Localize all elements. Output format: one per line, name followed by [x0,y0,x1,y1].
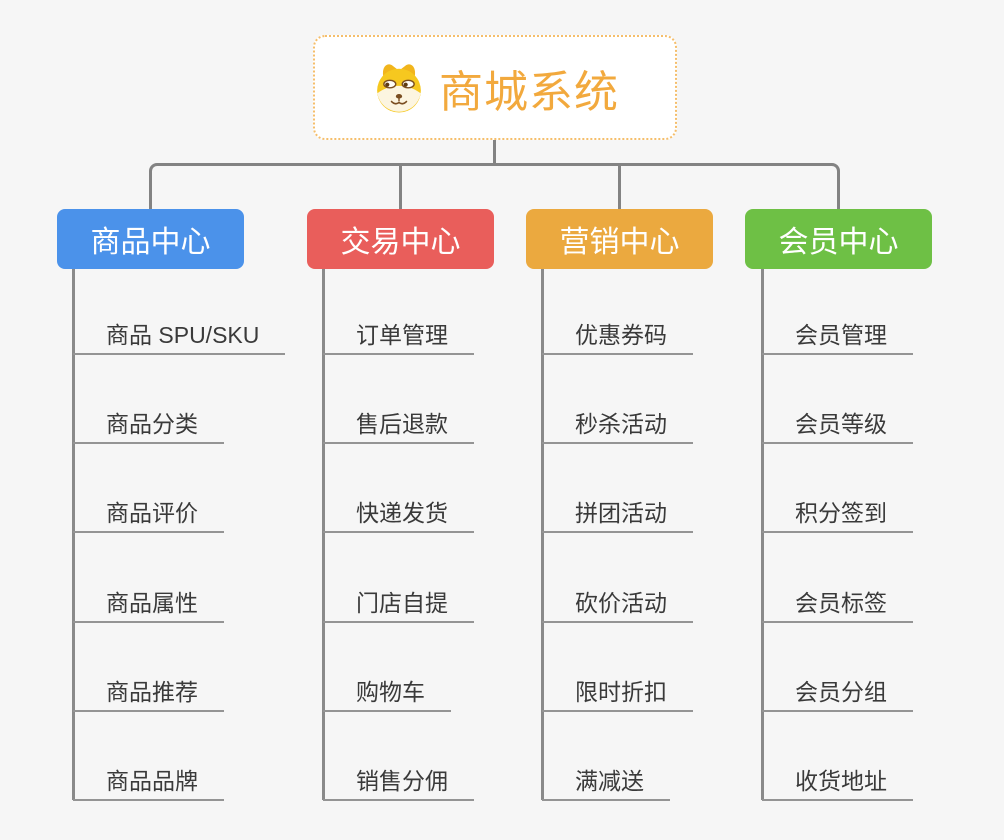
connector-root-stem [493,138,496,166]
connector-trunk [322,269,325,800]
leaf-node[interactable]: 商品评价 [73,502,224,533]
leaf-node[interactable]: 会员管理 [762,324,913,355]
leaf-node[interactable]: 满减送 [542,770,670,801]
leaf-node[interactable]: 商品品牌 [73,770,224,801]
leaf-node[interactable]: 商品分类 [73,413,224,444]
leaf-node[interactable]: 商品推荐 [73,681,224,712]
root-node-title: 商城系统 [439,67,619,117]
leaf-node[interactable]: 积分签到 [762,502,913,533]
leaf-node[interactable]: 优惠券码 [542,324,693,355]
dog-face-icon [377,63,421,112]
branch-node-member-center[interactable]: 会员中心 [745,209,932,269]
connector-trunk [541,269,544,800]
leaf-node[interactable]: 订单管理 [323,324,474,355]
leaf-node[interactable]: 商品 SPU/SKU [73,324,286,355]
leaf-node[interactable]: 购物车 [323,681,451,712]
connector-trunk [761,269,764,800]
connector-drop-trade [399,166,402,210]
leaf-node[interactable]: 销售分佣 [323,770,474,801]
leaf-node[interactable]: 收货地址 [762,770,913,801]
leaf-node[interactable]: 砍价活动 [542,592,693,623]
connector-bus [149,163,840,210]
leaf-node[interactable]: 售后退款 [323,413,474,444]
root-node[interactable]: 商城系统 [313,35,677,140]
leaf-node[interactable]: 限时折扣 [542,681,693,712]
leaf-node[interactable]: 会员标签 [762,592,913,623]
branch-node-product-center[interactable]: 商品中心 [57,209,244,269]
branch-node-marketing-center[interactable]: 营销中心 [526,209,713,269]
leaf-node[interactable]: 秒杀活动 [542,413,693,444]
connector-trunk [72,269,75,800]
leaf-node[interactable]: 会员等级 [762,413,913,444]
leaf-node[interactable]: 拼团活动 [542,502,693,533]
branch-node-trade-center[interactable]: 交易中心 [307,209,494,269]
connector-drop-marketing [618,166,621,210]
leaf-node[interactable]: 快递发货 [323,502,474,533]
leaf-node[interactable]: 门店自提 [323,592,474,623]
leaf-node[interactable]: 会员分组 [762,681,913,712]
leaf-node[interactable]: 商品属性 [73,592,224,623]
